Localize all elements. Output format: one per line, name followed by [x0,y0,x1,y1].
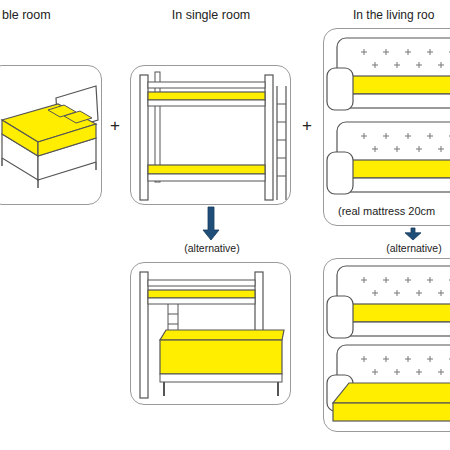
flow-arrow [405,228,421,240]
room-panel: In single room [130,8,291,205]
panel-outline [0,65,102,205]
room-heading: ble room [2,8,51,23]
note-text: (real mattress 20cm [338,205,435,218]
room-panel: ble room [0,8,102,205]
plus-sign: + [302,117,312,134]
flow-arrow [203,207,219,240]
panel-outline [323,258,450,432]
room-heading: (alternative) [386,242,441,255]
room-panel: (alternative) [323,242,450,432]
room-heading: (alternative) [184,242,239,255]
room-panel: (alternative) [130,242,291,405]
room-heading: In the living roo [353,8,434,22]
plus-sign: + [110,117,120,134]
panel-outline [130,262,291,405]
room-heading: In single room [172,8,251,23]
panel-outline [323,28,450,226]
panel-outline [130,65,291,205]
room-panel: In the living roo (real mattress 20cm [323,8,450,226]
